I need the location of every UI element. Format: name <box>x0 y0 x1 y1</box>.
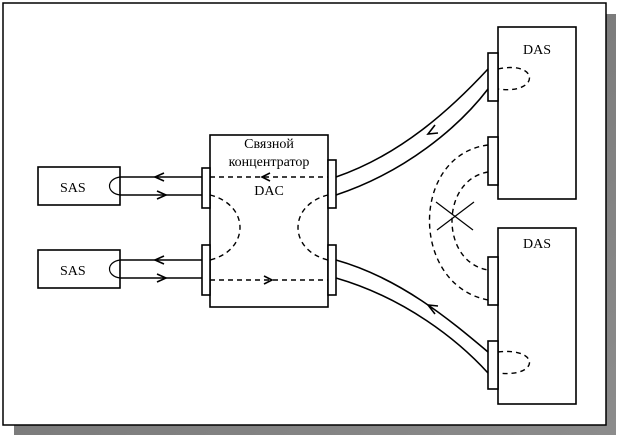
hub-port-left-bottom <box>201 244 211 296</box>
sas-station-top: SAS <box>37 166 121 206</box>
das-bottom-port-b <box>487 340 499 390</box>
das-station-top: DAS <box>487 26 577 200</box>
trunk-link-bottom <box>335 259 489 374</box>
sas-station-bottom: SAS <box>37 249 121 289</box>
break-mark-2 <box>436 201 475 231</box>
hub-port-left-top <box>201 167 211 209</box>
das-bottom-port-a <box>487 256 499 306</box>
das-bottom-label: DAS <box>523 237 551 252</box>
break-mark-1 <box>435 201 474 231</box>
das-top-label: DAS <box>523 43 551 58</box>
das-station-bottom: DAS <box>487 227 577 405</box>
broken-backup-link <box>429 144 489 301</box>
hub-port-right-top <box>327 159 337 209</box>
hub-port-right-bottom <box>327 244 337 296</box>
sas-bottom-label: SAS <box>60 264 86 279</box>
sas-top-link <box>120 172 202 200</box>
das-top-port-a <box>487 52 499 102</box>
hub-concentrator: Связной концентратор DAC <box>201 134 337 308</box>
sas-top-label: SAS <box>60 181 86 196</box>
das-top-port-b <box>487 136 499 186</box>
sas-bottom-link <box>120 255 202 283</box>
trunk-link-top <box>335 68 489 196</box>
hub-label-line1: Связной <box>244 137 294 152</box>
hub-label-line3: DAC <box>254 184 284 199</box>
hub-label-line2: концентратор <box>229 155 310 170</box>
